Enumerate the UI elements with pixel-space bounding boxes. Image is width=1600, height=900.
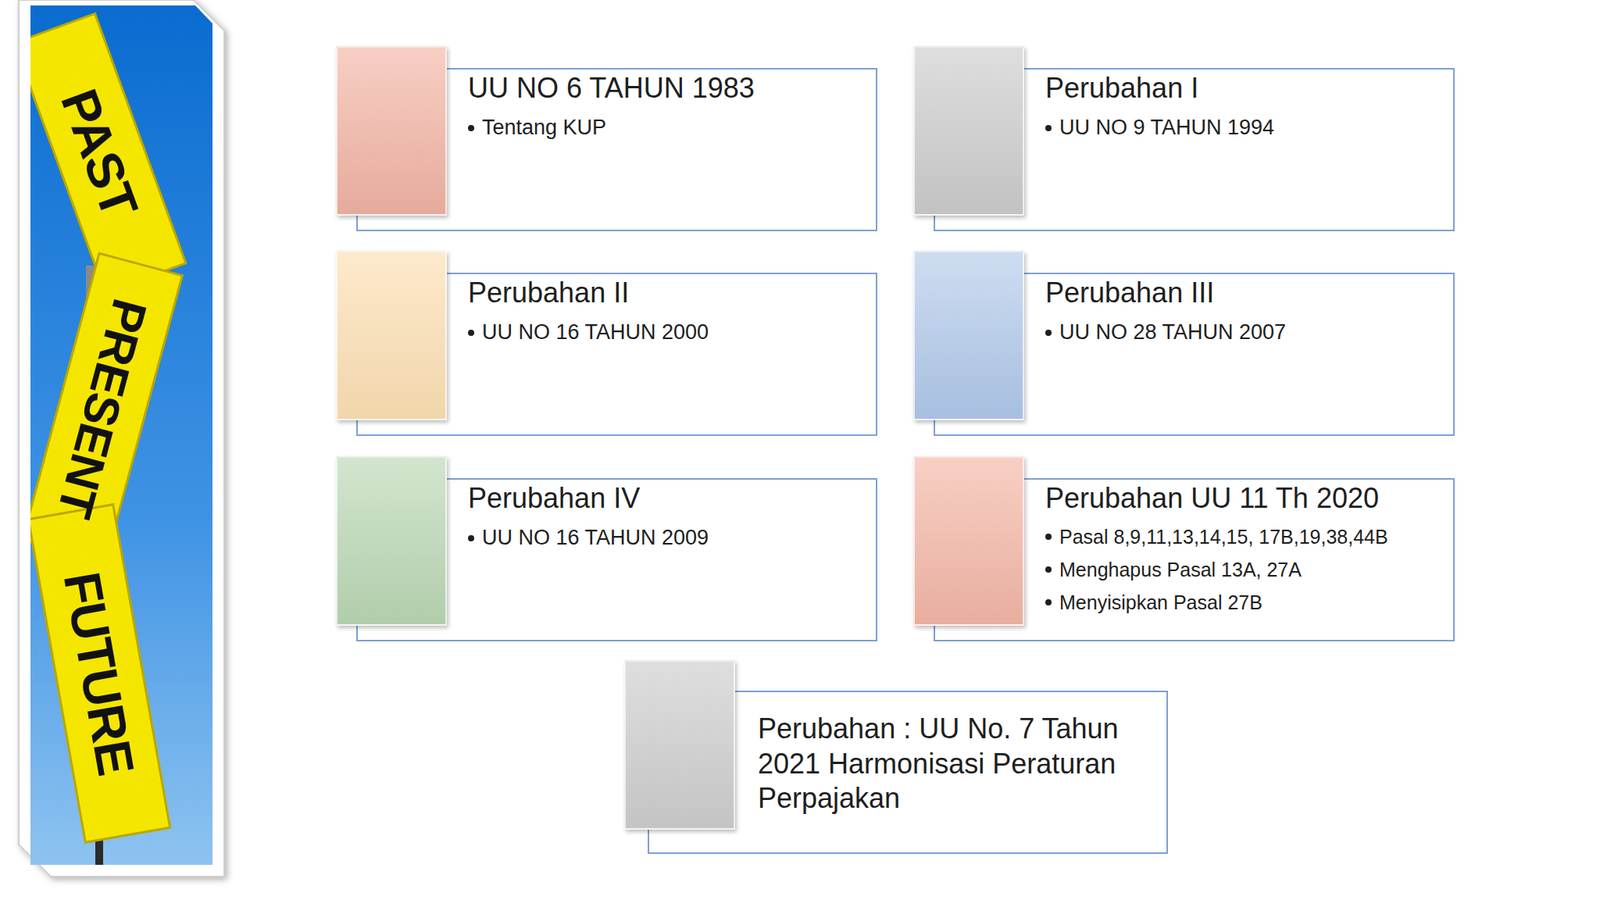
card-content: Perubahan : UU No. 7 Tahun 2021 Harmonis… <box>757 711 1145 817</box>
color-tile <box>335 250 447 421</box>
card-node: Perubahan II UU NO 16 TAHUN 2000 <box>335 250 878 436</box>
bullet-row: Menyisipkan Pasal 27B <box>1045 585 1389 619</box>
bullet-row: UU NO 16 TAHUN 2009 <box>467 515 709 561</box>
future-sign <box>28 504 170 843</box>
card-content: Perubahan UU 11 Th 2020Pasal 8,9,11,13,1… <box>1045 481 1389 619</box>
card-content: UU NO 6 TAHUN 1983Tentang KUP <box>467 71 755 150</box>
color-tile <box>913 250 1025 421</box>
bullet-text: UU NO 16 TAHUN 2000 <box>482 320 709 345</box>
color-tile <box>335 456 447 626</box>
bullet-row: Pasal 8,9,11,13,14,15, 17B,19,38,44B <box>1045 520 1389 554</box>
bullet-text: Menghapus Pasal 13A, 27A <box>1059 558 1302 582</box>
bullet-text: Menyisipkan Pasal 27B <box>1059 591 1263 615</box>
bullet-dot <box>1045 125 1052 132</box>
card-heading: Perubahan UU 11 Th 2020 <box>1045 481 1389 516</box>
card-heading: Perubahan IV <box>467 481 709 516</box>
card-content: Perubahan III UU NO 28 TAHUN 2007 <box>1045 275 1286 355</box>
bullet-row: UU NO 9 TAHUN 1994 <box>1045 105 1275 150</box>
card-heading: Perubahan III <box>1045 275 1286 311</box>
bullet-row: Tentang KUP <box>467 105 755 150</box>
card-heading: Perubahan II <box>467 275 709 311</box>
bullet-dot <box>1045 329 1052 336</box>
card-node: Perubahan III UU NO 28 TAHUN 2007 <box>913 250 1455 436</box>
card-node: Perubahan : UU No. 7 Tahun 2021 Harmonis… <box>624 660 1168 854</box>
past-sign <box>14 13 186 293</box>
card-node: Perubahan UU 11 Th 2020Pasal 8,9,11,13,1… <box>913 456 1455 642</box>
bullet-text: Tentang KUP <box>482 115 607 140</box>
bullet-dot <box>1045 599 1052 606</box>
card-heading: Perubahan I <box>1045 71 1275 106</box>
card-node: Perubahan IV UU NO 16 TAHUN 2009 <box>335 456 878 642</box>
color-tile <box>335 46 447 216</box>
card-heading: UU NO 6 TAHUN 1983 <box>467 71 755 106</box>
color-tile <box>624 660 736 830</box>
bullet-text: UU NO 16 TAHUN 2009 <box>482 525 709 550</box>
card-content: Perubahan II UU NO 16 TAHUN 2000 <box>467 275 709 355</box>
bullet-dot <box>1045 533 1052 540</box>
bullet-text: UU NO 9 TAHUN 1994 <box>1059 115 1275 140</box>
card-node: UU NO 6 TAHUN 1983Tentang KUP <box>335 46 878 232</box>
bullet-row: UU NO 16 TAHUN 2000 <box>467 310 709 355</box>
color-tile <box>913 46 1025 216</box>
bullet-dot <box>467 535 475 542</box>
color-tile <box>913 456 1025 626</box>
bullet-dot <box>1045 566 1052 573</box>
card-node: Perubahan I UU NO 9 TAHUN 1994 <box>913 46 1455 232</box>
bullet-text: UU NO 28 TAHUN 2007 <box>1059 320 1286 345</box>
card-text: Perubahan : UU No. 7 Tahun 2021 Harmonis… <box>757 711 1145 817</box>
card-content: Perubahan IV UU NO 16 TAHUN 2009 <box>467 481 709 561</box>
bullet-text: Pasal 8,9,11,13,14,15, 17B,19,38,44B <box>1059 525 1389 549</box>
bullet-dot <box>467 329 475 336</box>
bullet-row: UU NO 28 TAHUN 2007 <box>1045 310 1286 355</box>
card-content: Perubahan I UU NO 9 TAHUN 1994 <box>1045 71 1275 150</box>
bullet-row: Menghapus Pasal 13A, 27A <box>1045 553 1389 586</box>
bullet-dot <box>467 125 475 132</box>
